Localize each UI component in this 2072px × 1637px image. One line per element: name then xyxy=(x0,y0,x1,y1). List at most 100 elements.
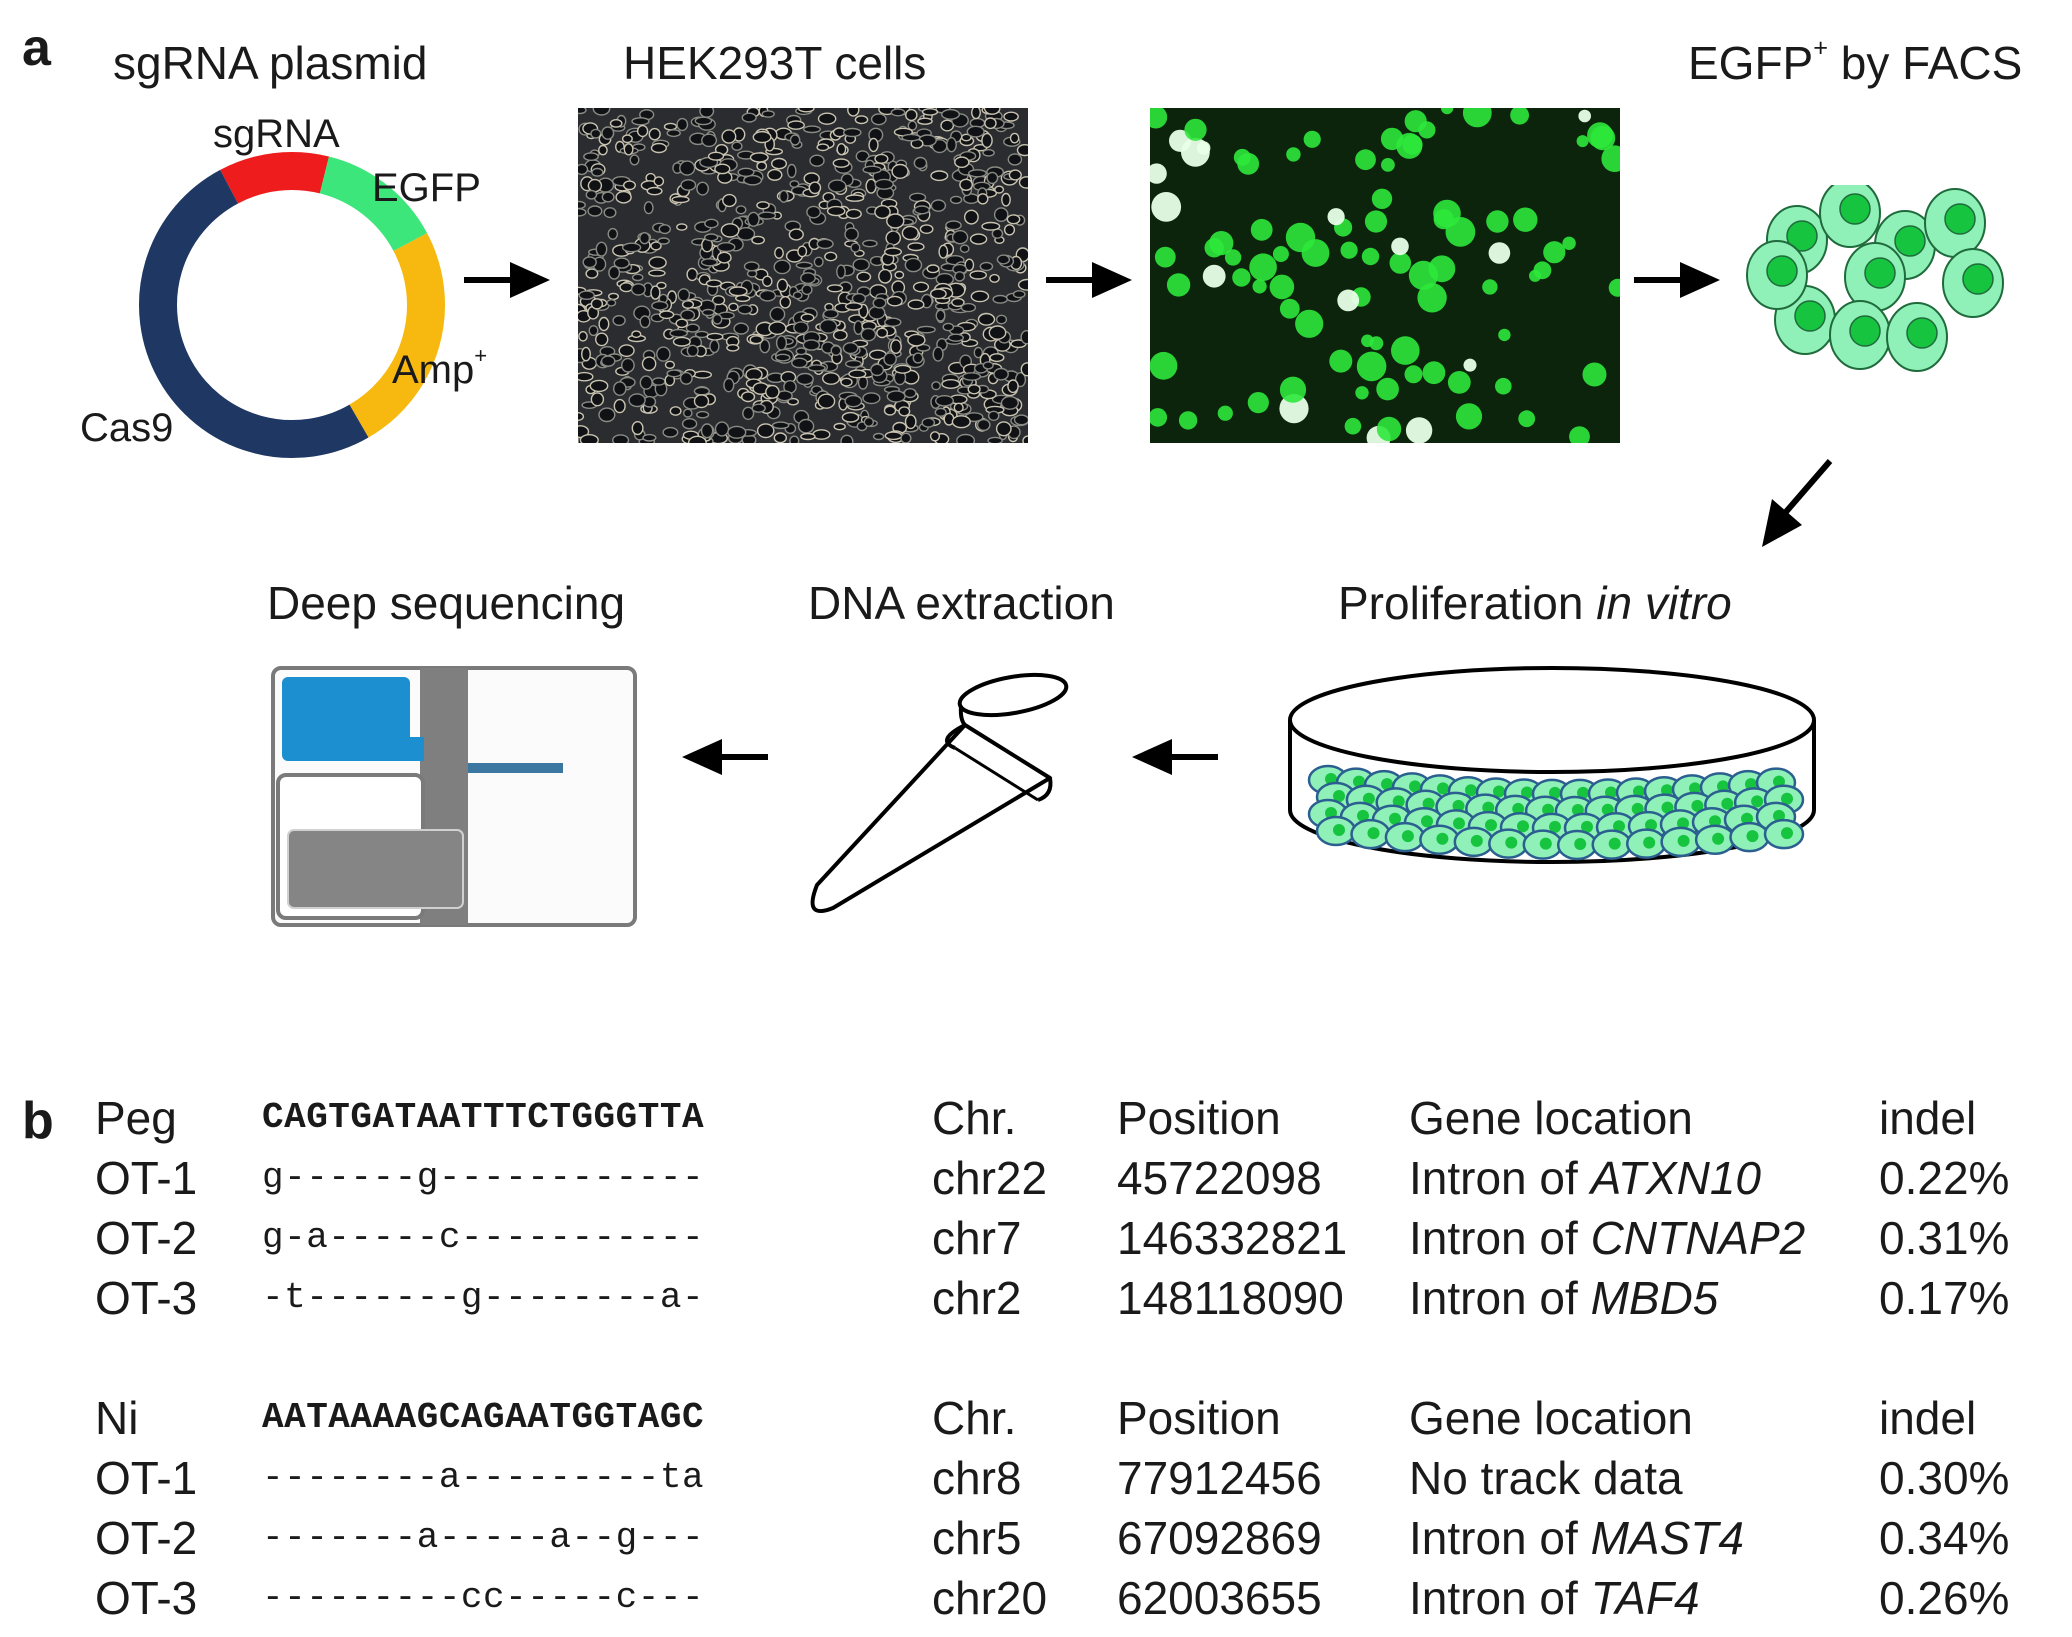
cell-nucleus xyxy=(1839,193,1871,225)
position: 62003655 xyxy=(1117,1572,1322,1624)
cell-texture xyxy=(578,330,588,342)
cell-texture xyxy=(679,371,693,385)
cell-texture xyxy=(1003,111,1019,122)
cell-texture xyxy=(590,128,602,139)
cell-nucleus xyxy=(1453,817,1465,830)
cell-texture xyxy=(894,270,905,280)
cell-texture xyxy=(884,247,903,257)
cell-texture xyxy=(941,379,961,390)
cell-texture xyxy=(669,328,688,338)
fluorescent-cell xyxy=(1381,158,1395,172)
cell-texture xyxy=(962,372,982,381)
cell-texture xyxy=(964,258,975,272)
cell-texture xyxy=(988,325,1007,340)
cell-nucleus xyxy=(1485,819,1497,832)
cell-texture xyxy=(704,218,719,229)
cell-texture xyxy=(733,322,749,335)
cell-texture xyxy=(891,163,909,180)
off-target-sequence: ---------cc-----c--- xyxy=(262,1577,705,1618)
position: 67092869 xyxy=(1117,1512,1322,1564)
fluorescent-cell xyxy=(1237,152,1260,175)
amp-segment-label: Amp+ xyxy=(392,345,487,390)
fluorescent-cell xyxy=(1249,253,1277,281)
fluorescent-cell xyxy=(1404,110,1427,133)
target-name: Peg xyxy=(95,1092,177,1144)
cell-texture xyxy=(921,417,936,428)
cell-nucleus xyxy=(1482,801,1495,814)
cell-nucleus xyxy=(1849,315,1881,347)
fluorescent-cell xyxy=(1364,210,1388,233)
cell-texture xyxy=(737,304,753,315)
cell-texture xyxy=(703,233,719,242)
fluorescent-cell xyxy=(1272,246,1289,262)
fluorescent-cell xyxy=(1482,279,1498,295)
fluorescent-cell xyxy=(1455,403,1483,430)
fluorescent-cell xyxy=(1150,108,1168,129)
cell-nucleus xyxy=(1521,786,1533,799)
cell-texture xyxy=(664,360,676,369)
cell-texture xyxy=(971,108,981,120)
cell-texture xyxy=(631,273,644,282)
cell-texture xyxy=(894,364,912,374)
proliferation-label: Proliferation in vitro xyxy=(1338,580,1732,626)
cell-texture xyxy=(824,251,838,262)
egfp-segment xyxy=(319,156,428,252)
cell-texture xyxy=(850,242,861,253)
cell-texture xyxy=(844,302,863,311)
cell-texture xyxy=(886,213,905,229)
fluorescent-cell xyxy=(1279,376,1307,403)
cell-nucleus xyxy=(1357,809,1369,822)
cell-texture xyxy=(886,295,903,307)
fluorescent-cell xyxy=(1498,328,1511,342)
cell-nucleus xyxy=(1781,827,1793,840)
cell-texture xyxy=(726,343,740,352)
cell-texture xyxy=(669,406,682,416)
cell-texture xyxy=(903,388,917,399)
cell-texture xyxy=(759,289,777,302)
cell-texture xyxy=(743,174,763,186)
fluorescent-cell xyxy=(1405,417,1433,443)
cell-texture xyxy=(686,344,699,358)
sorted-cells-cluster-icon xyxy=(1746,185,2004,372)
cell-texture xyxy=(845,208,862,220)
cell-texture xyxy=(756,201,770,210)
fluorescent-cell xyxy=(1166,273,1191,297)
cell-texture xyxy=(578,200,586,210)
indel-frequency: 0.17% xyxy=(1879,1272,2010,1324)
cell-texture xyxy=(631,421,644,436)
cell-nucleus xyxy=(1746,830,1759,843)
fluorescent-cell xyxy=(1286,147,1301,162)
off-target-name: OT-3 xyxy=(95,1272,198,1324)
cell-texture xyxy=(995,314,1008,325)
fluorescent-cell xyxy=(1369,336,1384,351)
cell-texture xyxy=(797,245,808,258)
fluorescent-cell xyxy=(1417,283,1447,313)
cell-texture xyxy=(590,298,604,310)
cell-texture xyxy=(666,129,681,138)
cell-texture xyxy=(979,261,994,272)
cell-texture xyxy=(642,433,657,442)
fluorescent-cell xyxy=(1356,351,1387,382)
cell-nucleus xyxy=(1574,838,1587,850)
cell-texture xyxy=(795,347,807,356)
cell-texture xyxy=(845,359,863,369)
fluorescent-cell xyxy=(1422,361,1446,385)
cell-nucleus xyxy=(1549,820,1561,833)
cell-texture xyxy=(884,317,902,327)
fluorescent-cell xyxy=(1433,209,1454,230)
fluorescent-cell xyxy=(1533,261,1552,280)
target-name: Ni xyxy=(95,1392,139,1444)
cell-nucleus xyxy=(1786,220,1818,252)
fluorescent-cell xyxy=(1376,416,1402,442)
cell-texture xyxy=(1020,362,1028,377)
cell-nucleus xyxy=(1539,837,1552,850)
cell-nucleus xyxy=(1944,203,1976,235)
cell-texture xyxy=(761,275,773,288)
target-sequence: CAGTGATAATTTCTGGGTTA xyxy=(262,1097,705,1138)
cell-texture xyxy=(1008,169,1022,181)
position-column-header: Position xyxy=(1117,1392,1281,1444)
cell-texture xyxy=(756,423,775,439)
cell-texture xyxy=(683,408,693,418)
cell-texture xyxy=(932,346,944,362)
